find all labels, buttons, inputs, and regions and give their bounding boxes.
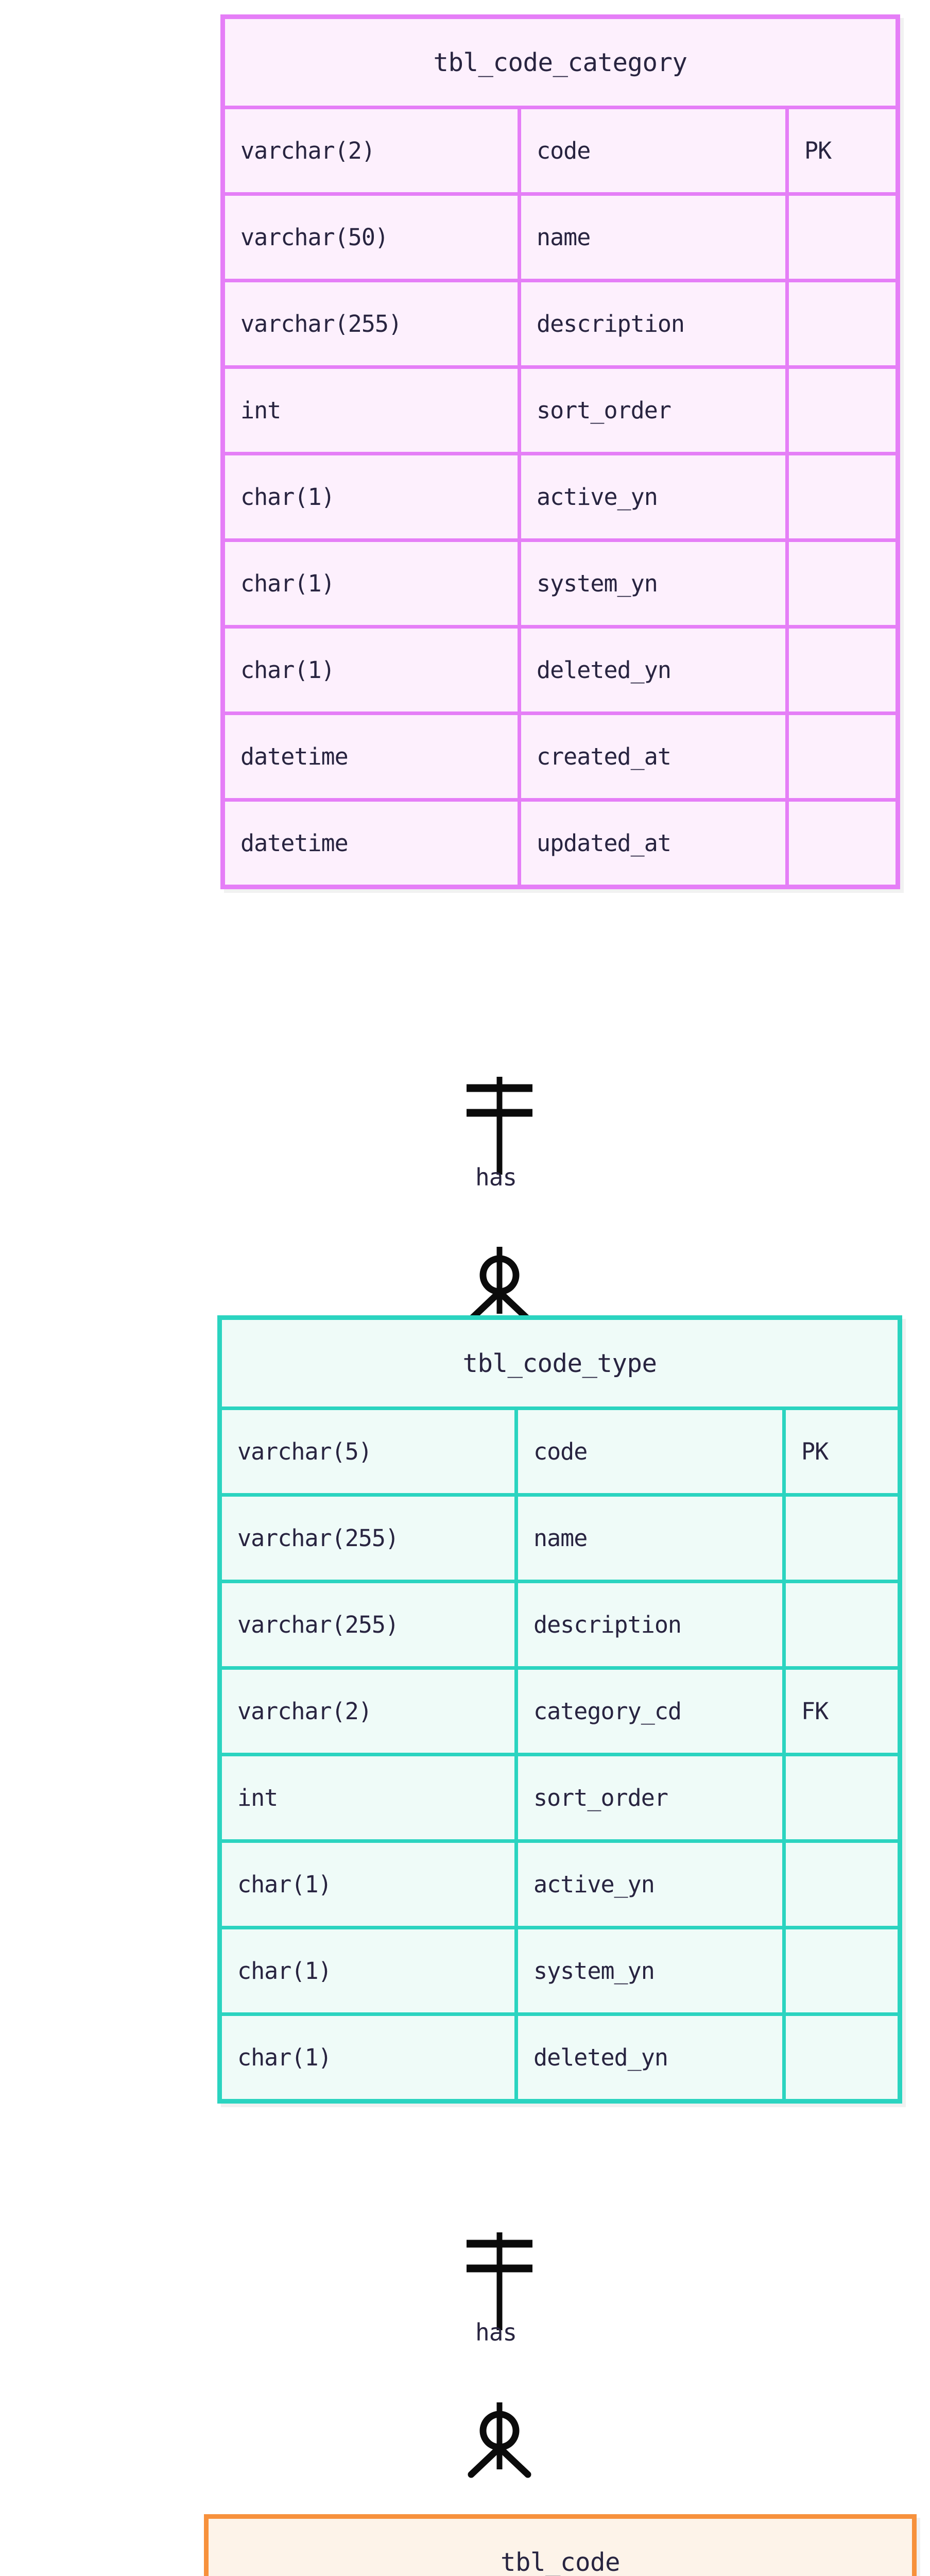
attribute-name: name [521,196,789,279]
attribute-key-badge [789,282,895,365]
attribute-name: code [521,109,789,192]
attribute-type: varchar(2) [225,109,521,192]
attribute-key-badge: PK [801,1438,829,1465]
attribute-type: char(1) [222,1843,518,1926]
attribute-name: description [518,1583,786,1666]
attribute-row[interactable]: varchar(50)name [225,192,895,279]
attribute-type: varchar(2) [222,1670,518,1753]
attribute-name: code [518,1410,786,1493]
attribute-type: int [222,1756,518,1839]
attribute-key-badge [786,1843,898,1926]
attribute-key-badge [786,1497,898,1580]
attribute-row[interactable]: varchar(2)category_cd FK [222,1666,898,1753]
attribute-row[interactable]: char(1)deleted_yn [225,625,895,711]
attribute-type: varchar(5) [222,1410,518,1493]
attribute-name: description [521,282,789,365]
attribute-key-badge: FK [801,1698,829,1725]
attribute-key-badge [789,455,895,538]
entity-tbl-code[interactable]: tbl_code varchar(10)codePKvarchar(255)na… [204,2514,917,2576]
attribute-name: sort_order [521,369,789,452]
attribute-type: varchar(50) [225,196,521,279]
attribute-type: varchar(255) [225,282,521,365]
attribute-key-badge [789,629,895,711]
attribute-key-badge [786,1756,898,1839]
attribute-key-badge [789,196,895,279]
attribute-row[interactable]: char(1)system_yn [222,1926,898,2012]
attribute-key-badge [789,802,895,885]
attribute-row[interactable]: varchar(2)code PK [225,106,895,192]
attribute-name: system_yn [521,542,789,625]
attribute-key-badge [789,715,895,798]
entity-tbl-code-type[interactable]: tbl_code_type varchar(5)code PK varchar(25… [217,1315,902,2104]
attribute-type: char(1) [225,542,521,625]
attribute-row[interactable]: char(1)active_yn [222,1839,898,1926]
attribute-name: created_at [521,715,789,798]
attribute-type: datetime [225,802,521,885]
attribute-name: active_yn [518,1843,786,1926]
attribute-name: sort_order [518,1756,786,1839]
attribute-row[interactable]: char(1)deleted_yn [222,2012,898,2099]
attribute-row[interactable]: varchar(255)description [225,279,895,365]
attribute-name: deleted_yn [518,2016,786,2099]
attribute-row[interactable]: varchar(255)description [222,1580,898,1666]
attribute-type: char(1) [225,629,521,711]
attribute-row[interactable]: char(1)system_yn [225,538,895,625]
relationship-line-category-has-type [467,1077,532,1323]
attribute-key-badge [786,1583,898,1666]
attribute-key-badge [789,369,895,452]
attribute-type: char(1) [222,2016,518,2099]
attribute-name: name [518,1497,786,1580]
relationship-label-category-has-type: has [475,1163,517,1191]
attribute-key-badge [786,2016,898,2099]
attribute-type: varchar(255) [222,1583,518,1666]
attribute-type: char(1) [222,1929,518,2012]
relationship-label-type-has-code: has [475,2318,517,2346]
attribute-type: char(1) [225,455,521,538]
attribute-key-badge: PK [804,137,832,164]
entity-title-tbl-code-category: tbl_code_category [433,47,687,77]
attribute-row[interactable]: varchar(255)name [222,1493,898,1580]
relationship-line-type-has-code [467,2232,532,2478]
attribute-type: int [225,369,521,452]
attribute-name: deleted_yn [521,629,789,711]
attribute-type: varchar(255) [222,1497,518,1580]
attribute-row[interactable]: char(1)active_yn [225,452,895,538]
attribute-name: category_cd [518,1670,786,1753]
attribute-key-badge [786,1929,898,2012]
attribute-name: system_yn [518,1929,786,2012]
attribute-name: active_yn [521,455,789,538]
entity-title-tbl-code: tbl_code [500,2547,621,2576]
attribute-type: datetime [225,715,521,798]
attribute-row[interactable]: varchar(5)code PK [222,1406,898,1493]
attribute-key-badge [789,542,895,625]
attribute-name: updated_at [521,802,789,885]
entity-title-tbl-code-type: tbl_code_type [462,1348,657,1378]
